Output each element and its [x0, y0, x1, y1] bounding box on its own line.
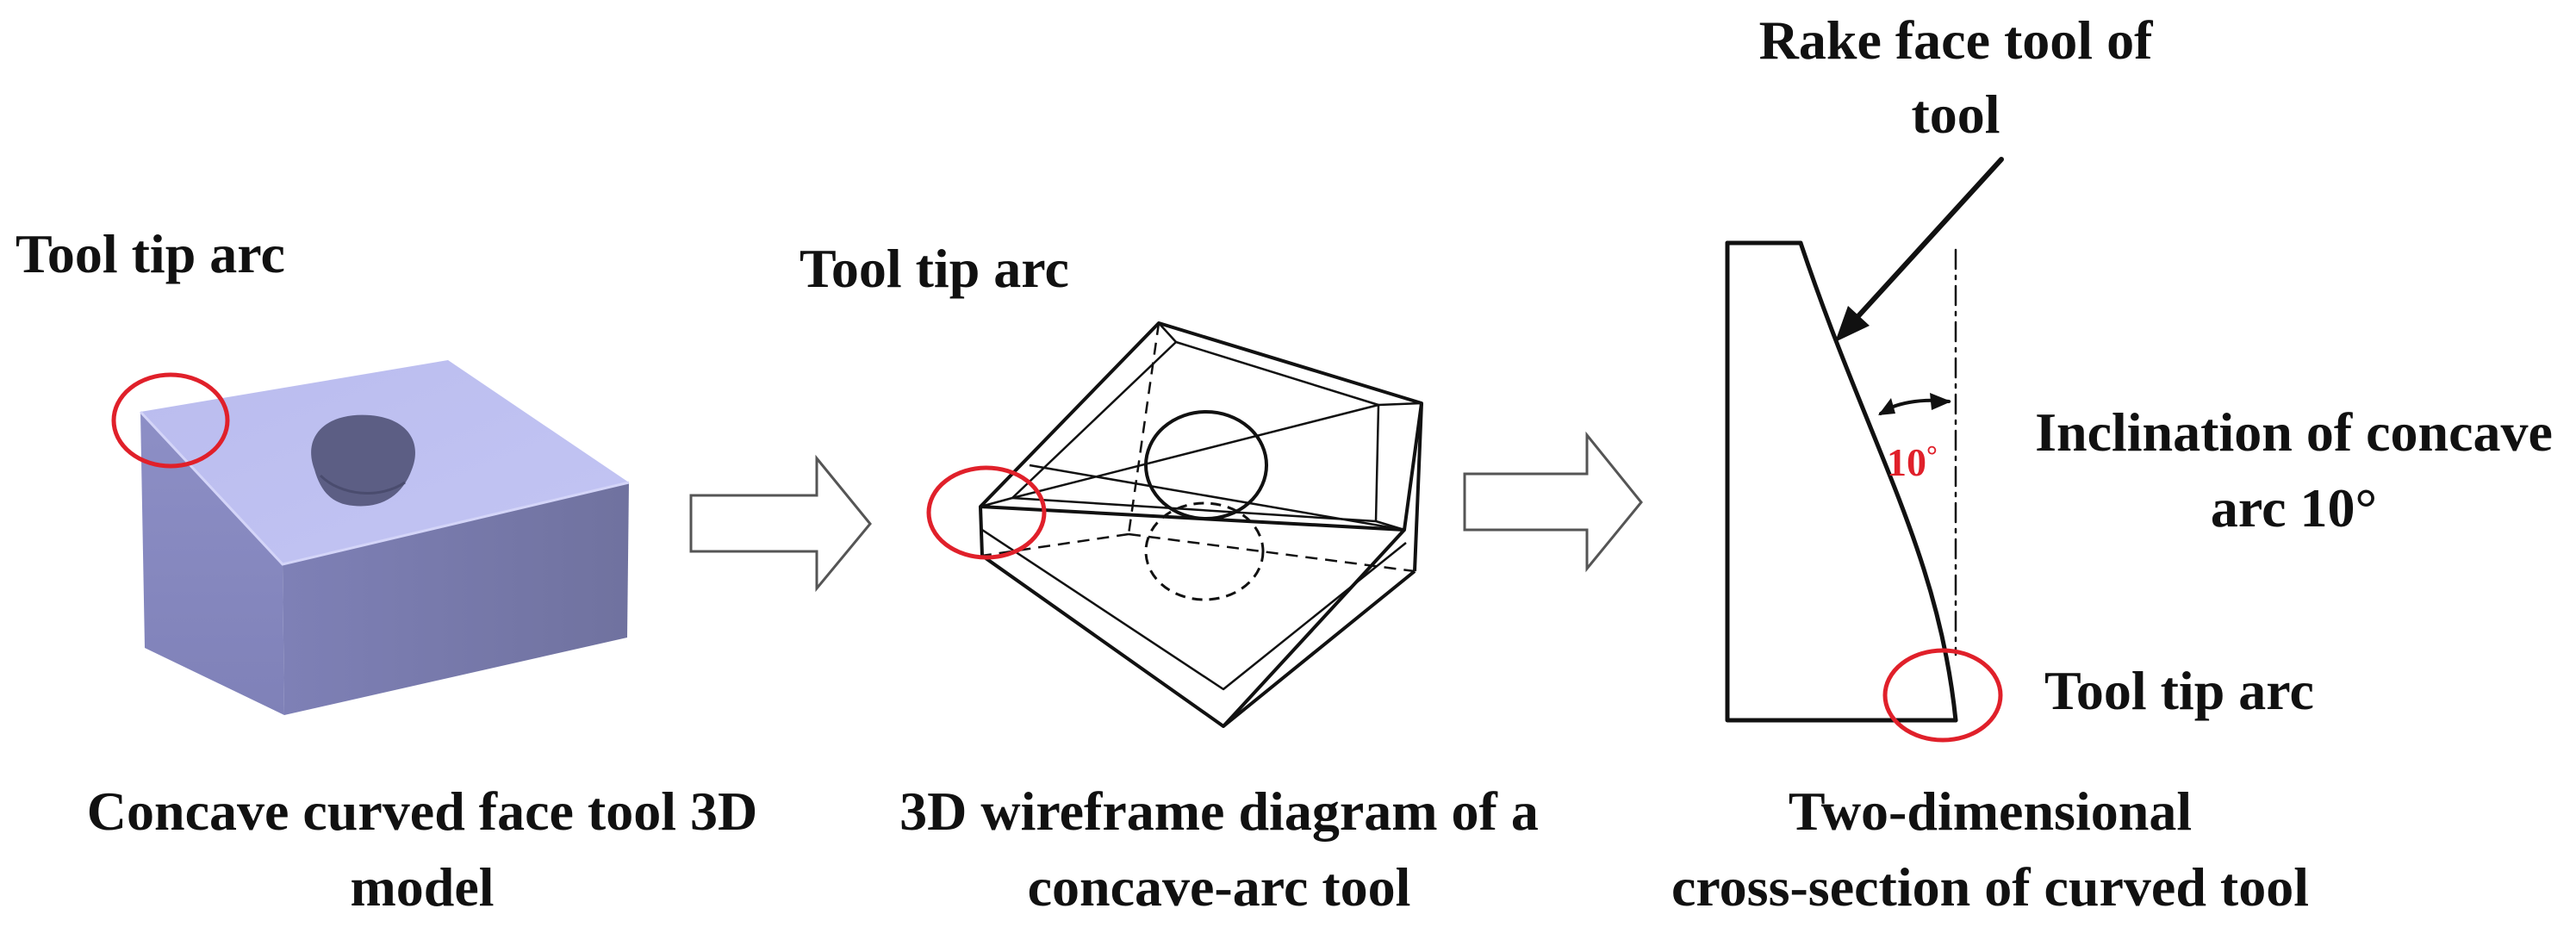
tool-hole	[311, 414, 415, 507]
caption-section-line1: Two-dimensional	[1788, 781, 2193, 842]
tool-cross-section	[1725, 157, 2004, 723]
tool-tip-circle-wireframe	[926, 465, 1047, 560]
caption-3d-model: Concave curved face tool 3D model	[52, 780, 793, 918]
right-arrow-icon	[689, 454, 872, 593]
rake-face-label: Rake face tool of tool	[1689, 9, 2223, 146]
tool-tip-label-section: Tool tip arc	[2044, 660, 2314, 721]
inclination-line1: Inclination of concave	[2035, 401, 2553, 463]
caption-wireframe: 3D wireframe diagram of a concave-arc to…	[862, 780, 1577, 918]
caption-3d-line2: model	[350, 856, 495, 918]
caption-section-line2: cross-section of curved tool	[1671, 856, 2309, 918]
right-arrow-icon	[1463, 431, 1643, 573]
tool-3d-model	[111, 360, 630, 715]
caption-3d-line1: Concave curved face tool 3D	[86, 781, 758, 842]
tool-tip-circle-section	[1882, 648, 2003, 743]
angle-unit: °	[1926, 439, 1938, 470]
inclination-label: Inclination of concave arc 10°	[2012, 401, 2576, 539]
tool-tip-label-3d: Tool tip arc	[16, 223, 285, 284]
rake-face-line2: tool	[1911, 83, 2000, 145]
tool-tip-label-wireframe: Tool tip arc	[800, 238, 1069, 299]
caption-wireframe-line2: concave-arc tool	[1027, 856, 1411, 918]
tool-tip-circle-3d	[111, 372, 230, 469]
tool-wireframe	[979, 321, 1423, 728]
angle-value-label: 10°	[1887, 439, 1938, 485]
angle-value: 10	[1887, 440, 1926, 484]
caption-cross-section: Two-dimensional cross-section of curved …	[1620, 780, 2361, 918]
caption-wireframe-line1: 3D wireframe diagram of a	[899, 781, 1539, 842]
rake-face-line1: Rake face tool of	[1758, 9, 2153, 71]
inclination-line2: arc 10°	[2210, 476, 2378, 538]
